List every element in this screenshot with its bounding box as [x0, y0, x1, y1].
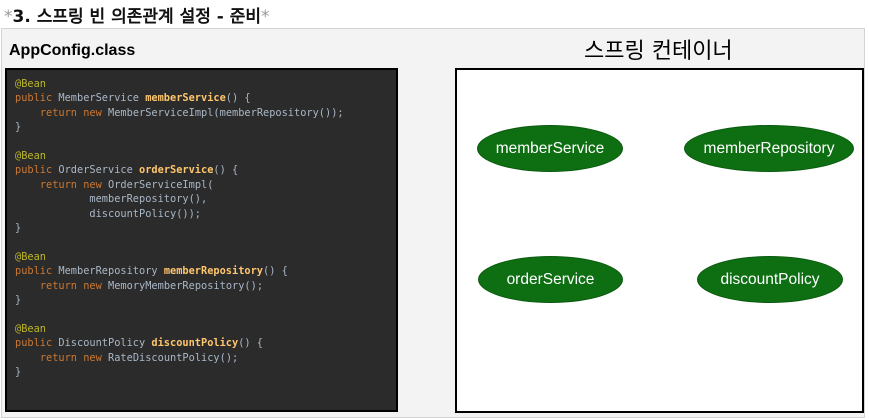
keyword-return: return [39, 351, 78, 364]
spring-container: memberService memberRepository orderServ… [455, 68, 864, 413]
keyword-new: new [83, 279, 102, 292]
code-line: MemberServiceImpl(memberRepository()); [108, 106, 344, 119]
bean-order-service: orderService [478, 256, 623, 303]
closing-brace: } [15, 222, 22, 235]
code-line: MemoryMemberRepository(); [108, 279, 264, 292]
slide: AppConfig.class @Bean public MemberServi… [1, 28, 865, 418]
code-panel-title: AppConfig.class [9, 42, 136, 59]
keyword-public: public [15, 92, 53, 105]
title-star-suffix: * [261, 7, 270, 27]
signature-tail: () { [225, 92, 251, 105]
method-name: memberService [145, 92, 226, 105]
method-name: discountPolicy [151, 337, 239, 350]
title-star-prefix: * [4, 7, 13, 27]
keyword-new: new [83, 351, 102, 364]
code-block: @Bean public MemberService memberService… [15, 77, 396, 380]
code-line: discountPolicy()); [89, 207, 201, 220]
page-title: *3. 스프링 빈 의존관계 설정 - 준비* [4, 2, 270, 27]
code-line: RateDiscountPolicy(); [108, 351, 239, 364]
container-title: 스프링 컨테이너 [584, 39, 733, 64]
return-type: OrderService [58, 164, 133, 177]
annotation: @Bean [15, 150, 46, 163]
return-type: DiscountPolicy [58, 337, 146, 350]
keyword-public: public [15, 337, 53, 350]
signature-tail: () { [213, 164, 239, 177]
method-name: orderService [139, 164, 214, 177]
signature-tail: () { [238, 337, 264, 350]
keyword-return: return [39, 178, 78, 191]
signature-tail: () { [263, 265, 288, 278]
keyword-public: public [15, 164, 53, 177]
annotation: @Bean [15, 250, 46, 263]
keyword-new: new [83, 106, 102, 119]
code-line: OrderServiceImpl( [108, 178, 214, 191]
annotation: @Bean [15, 78, 46, 90]
closing-brace: } [15, 366, 22, 379]
bean-member-repository: memberRepository [684, 125, 854, 172]
closing-brace: } [15, 121, 22, 134]
closing-brace: } [15, 294, 22, 307]
annotation: @Bean [15, 322, 46, 335]
bean-discount-policy: discountPolicy [697, 256, 843, 303]
keyword-return: return [39, 106, 78, 119]
method-name: memberRepository [163, 265, 264, 278]
keyword-public: public [15, 265, 53, 278]
return-type: MemberService [58, 92, 139, 105]
bean-member-service: memberService [477, 125, 623, 172]
title-text: 3. 스프링 빈 의존관계 설정 - 준비 [12, 7, 262, 27]
code-editor: @Bean public MemberService memberService… [5, 68, 398, 412]
return-type: MemberRepository [58, 265, 158, 278]
code-line: memberRepository(), [89, 193, 208, 206]
keyword-return: return [39, 279, 78, 292]
keyword-new: new [83, 178, 102, 191]
